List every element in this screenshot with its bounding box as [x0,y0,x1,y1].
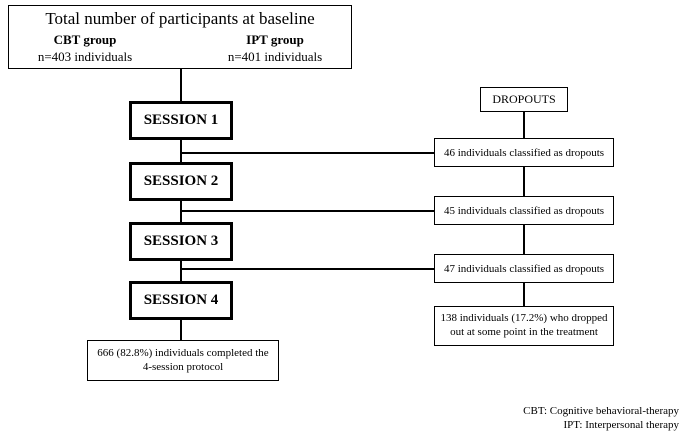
legend-ipt: IPT: Interpersonal therapy [563,419,679,431]
completed-line-1: 666 (82.8%) individuals completed the [97,347,269,359]
baseline-box: Total number of participants at baseline… [8,5,352,69]
cbt-group-label: CBT group [53,32,117,47]
total-dropouts-line-2: out at some point in the treatment [450,326,598,338]
total-dropouts-line-1: 138 individuals (17.2%) who dropped [440,312,608,324]
completed-line-2: 4-session protocol [142,361,224,373]
session-1-box: SESSION 1 [129,101,233,140]
connector-line-3 [180,268,434,270]
ipt-group-label: IPT group [246,32,304,47]
dropout-line-3 [523,225,525,254]
dropouts-header-box: DROPOUTS [480,87,568,112]
completed-box: 666 (82.8%) individuals completed the 4-… [87,340,279,381]
dropout-box-session-1: 46 individuals classified as dropouts [434,138,614,167]
dropout-line-4 [523,283,525,306]
cbt-group-count: n=403 individuals [37,49,133,64]
session-2-box: SESSION 2 [129,162,233,201]
session-4-box: SESSION 4 [129,281,233,320]
legend-cbt: CBT: Cognitive behavioral-therapy [523,405,679,417]
dropout-box-session-2: 45 individuals classified as dropouts [434,196,614,225]
connector-line-1 [180,152,434,154]
dropout-line-2 [523,167,525,196]
dropout-box-session-3: 47 individuals classified as dropouts [434,254,614,283]
legend: CBT: Cognitive behavioral-therapy IPT: I… [523,404,679,432]
total-dropouts-box: 138 individuals (17.2%) who dropped out … [434,306,614,346]
main-flow-line [180,69,182,340]
ipt-group-count: n=401 individuals [227,49,323,64]
dropout-line-1 [523,112,525,138]
baseline-title: Total number of participants at baseline [45,9,315,28]
session-3-box: SESSION 3 [129,222,233,261]
connector-line-2 [180,210,434,212]
